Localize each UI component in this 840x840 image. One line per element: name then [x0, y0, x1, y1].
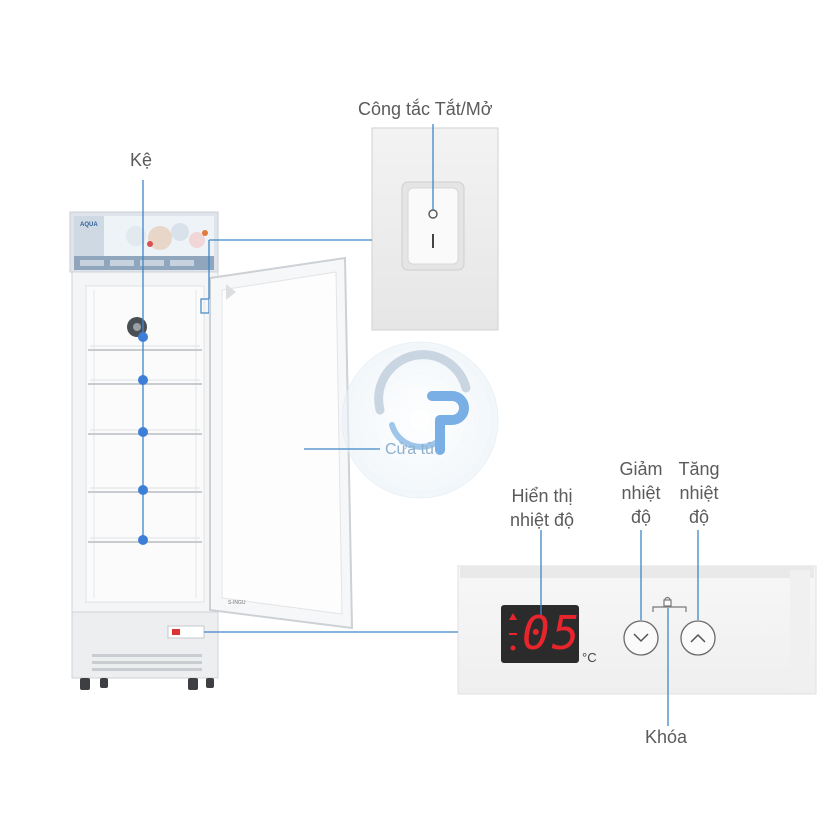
- fridge-header-panel: [69, 211, 219, 273]
- chevron-down-icon: [633, 633, 649, 643]
- temp-up-label-line1: Tăng: [678, 459, 720, 479]
- power-switch-inset: [371, 127, 499, 331]
- power-switch-label: Công tắc Tắt/Mở: [358, 99, 493, 119]
- shelf-callout-dots: [138, 332, 148, 545]
- temp-up-label-line3: độ: [688, 507, 710, 527]
- lock-icon: [663, 599, 672, 607]
- lock-indicator: [652, 596, 687, 612]
- temp-up-button[interactable]: [680, 620, 716, 656]
- temperature-readout: 05: [522, 606, 582, 660]
- lock-label: Khóa: [645, 727, 688, 747]
- temperature-unit: °C: [582, 650, 597, 665]
- temperature-display: [501, 605, 579, 663]
- temp-up-label: Tăng nhiệt độ: [664, 457, 734, 529]
- chevron-up-icon: [690, 633, 706, 643]
- door-brand-mark: S-INGU: [228, 600, 246, 606]
- control-panel-inset: [457, 565, 817, 695]
- temp-display-label-line1: Hiển thị: [511, 486, 573, 506]
- fridge-logo: AQUA: [80, 222, 98, 228]
- temp-display-label: Hiển thị nhiệt độ: [497, 484, 587, 532]
- fridge-base: [71, 611, 219, 679]
- temp-down-label-line1: Giảm: [619, 459, 663, 479]
- temp-down-label: Giảm nhiệt độ: [606, 457, 676, 529]
- temp-display-label-line2: nhiệt độ: [509, 510, 575, 530]
- power-led-icon: [510, 645, 516, 651]
- watermark-logo: [341, 341, 499, 499]
- temp-down-label-line2: nhiệt: [621, 483, 661, 503]
- fridge: AQUA: [69, 211, 219, 690]
- shelf-label: Kệ: [130, 150, 153, 170]
- temp-down-button[interactable]: [623, 620, 659, 656]
- alarm-icon: [509, 613, 517, 620]
- feet: [80, 678, 214, 690]
- door-label: Cửa tủ: [385, 441, 434, 458]
- callout-lines: [142, 124, 699, 726]
- temp-down-label-line3: độ: [630, 507, 652, 527]
- fridge-door: S-INGU: [209, 256, 354, 630]
- vent-grill: [92, 654, 202, 671]
- temp-up-label-line2: nhiệt: [679, 483, 719, 503]
